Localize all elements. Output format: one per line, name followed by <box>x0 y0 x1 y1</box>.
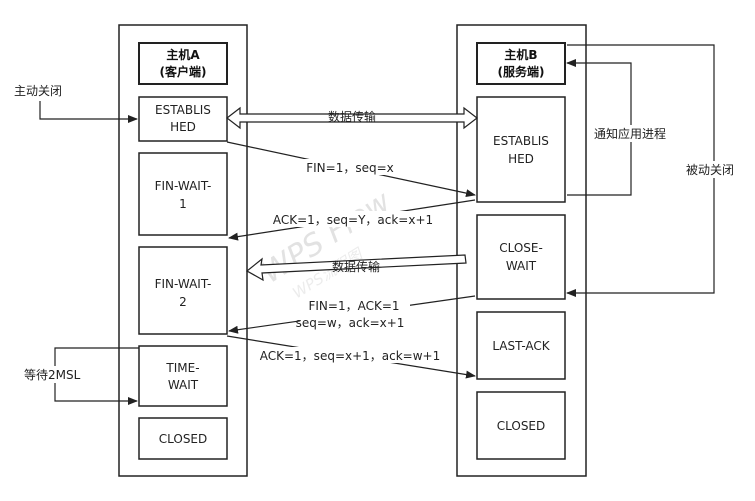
msg-ack-2-label: ACK=1，seq=x+1，ack=w+1 <box>260 349 441 363</box>
client-time-wait-line2: WAIT <box>168 378 199 392</box>
server-close-wait-line1: CLOSE- <box>499 241 543 255</box>
note-passive-close-label: 被动关闭 <box>686 163 734 177</box>
client-established-line1: ESTABLIS <box>155 103 211 117</box>
msg-fin-1-label: FIN=1，seq=x <box>306 161 394 175</box>
client-state-time-wait: TIME- WAIT <box>138 345 228 407</box>
server-state-last-ack: LAST-ACK <box>476 311 566 380</box>
msg-fin-2: FIN=1，ACK=1 seq=w，ack=x+1 <box>228 295 476 334</box>
data-transfer-arrow-server-to-client: 数据传输 <box>245 254 467 282</box>
msg-fin-2-label-line1: FIN=1，ACK=1 <box>308 299 399 313</box>
client-title-box: 主机A (客户端) <box>138 42 228 85</box>
data-transfer-arrow-bidirectional: 数据传输 <box>226 106 478 130</box>
server-state-close-wait: CLOSE- WAIT <box>476 214 566 300</box>
client-lifeline <box>118 24 248 477</box>
client-established-line2: HED <box>170 120 196 134</box>
server-established-line2: HED <box>508 152 534 166</box>
note-wait-2msl: 等待2MSL <box>22 347 139 405</box>
client-title-line1: 主机A <box>166 47 200 62</box>
note-passive-close: 被动关闭 <box>566 44 744 297</box>
note-wait-2msl-label: 等待2MSL <box>24 368 81 382</box>
client-fin-wait1-line1: FIN-WAIT- <box>155 179 212 193</box>
server-last-ack-label: LAST-ACK <box>492 339 550 353</box>
msg-fin-2-label-line2: seq=w，ack=x+1 <box>296 316 405 330</box>
client-time-wait-line1: TIME- <box>165 361 199 375</box>
client-state-established: ESTABLIS HED <box>138 96 228 142</box>
server-title-line1: 主机B <box>504 47 537 62</box>
client-fin-wait2-line1: FIN-WAIT- <box>155 277 212 291</box>
msg-ack-1: ACK=1，seq=Y，ack=x+1 <box>228 199 476 241</box>
client-state-fin-wait-2: FIN-WAIT- 2 <box>138 246 228 335</box>
server-established-line1: ESTABLIS <box>493 134 549 148</box>
note-active-close: 主动关闭 <box>14 84 138 123</box>
msg-fin-1: FIN=1，seq=x <box>226 141 476 198</box>
data-transfer-label-2: 数据传输 <box>332 259 380 274</box>
client-title-line2: (客户端) <box>160 64 207 79</box>
note-notify-app-label: 通知应用进程 <box>594 126 666 141</box>
server-title-box: 主机B (服务端) <box>476 42 566 85</box>
data-transfer-label-1: 数据传输 <box>328 109 376 124</box>
note-notify-app: 通知应用进程 <box>566 59 672 196</box>
client-closed-label: CLOSED <box>159 432 208 446</box>
server-lifeline <box>456 24 587 477</box>
watermark: WPS Flow WPS流程图 <box>255 184 397 302</box>
client-fin-wait2-line2: 2 <box>179 295 187 309</box>
server-state-closed: CLOSED <box>476 391 566 460</box>
msg-ack-1-label: ACK=1，seq=Y，ack=x+1 <box>273 213 433 227</box>
note-active-close-label: 主动关闭 <box>14 84 62 98</box>
server-close-wait-line2: WAIT <box>506 259 537 273</box>
server-title-line2: (服务端) <box>498 64 545 79</box>
server-state-established: ESTABLIS HED <box>476 96 566 203</box>
client-state-closed: CLOSED <box>138 417 228 460</box>
server-closed-label: CLOSED <box>497 419 546 433</box>
msg-ack-2: ACK=1，seq=x+1，ack=w+1 <box>226 335 476 379</box>
client-state-fin-wait-1: FIN-WAIT- 1 <box>138 152 228 236</box>
client-fin-wait1-line2: 1 <box>179 197 187 211</box>
